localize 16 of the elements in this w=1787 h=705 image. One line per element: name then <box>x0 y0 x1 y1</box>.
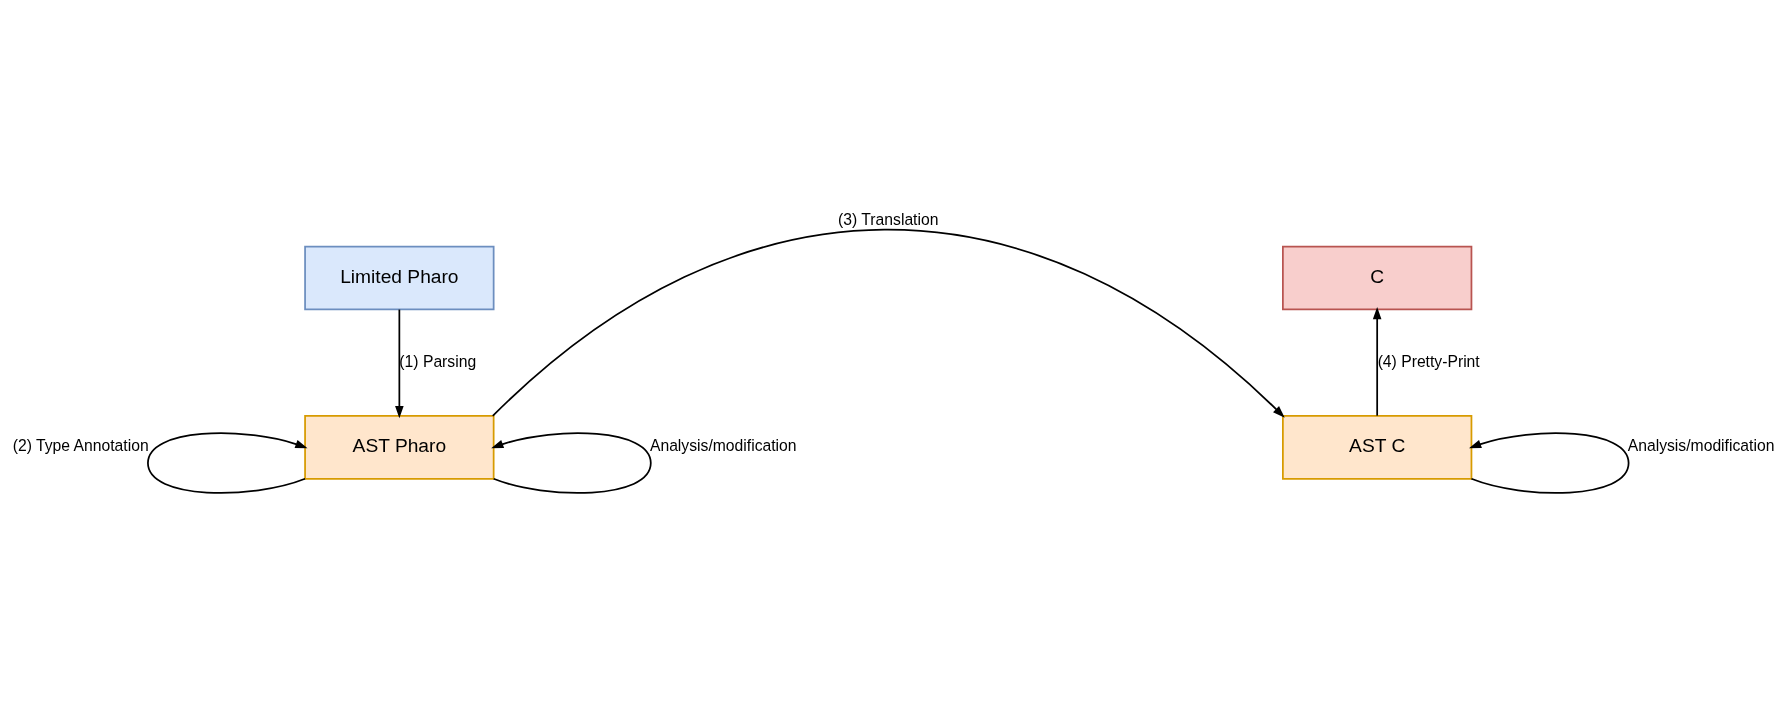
edge-label: (2) Type Annotation <box>12 436 149 454</box>
edge-label: (1) Parsing <box>399 352 477 370</box>
edge-label: (4) Pretty-Print <box>1377 352 1480 370</box>
node-box: AST Pharo <box>304 414 495 480</box>
node-box: C <box>1282 245 1473 310</box>
arrow <box>1468 431 1630 494</box>
arrow <box>395 308 404 418</box>
node-box: Limited Pharo <box>304 245 495 310</box>
arrow <box>1372 306 1382 416</box>
edge-label: Analysis/modification <box>649 436 797 454</box>
arrow <box>491 431 652 494</box>
arrow <box>147 431 308 494</box>
edge-label: (3) Translation <box>838 210 939 228</box>
arrow <box>491 228 1285 418</box>
edge-label: Analysis/modification <box>1627 436 1775 454</box>
node-box: AST C <box>1282 414 1473 480</box>
